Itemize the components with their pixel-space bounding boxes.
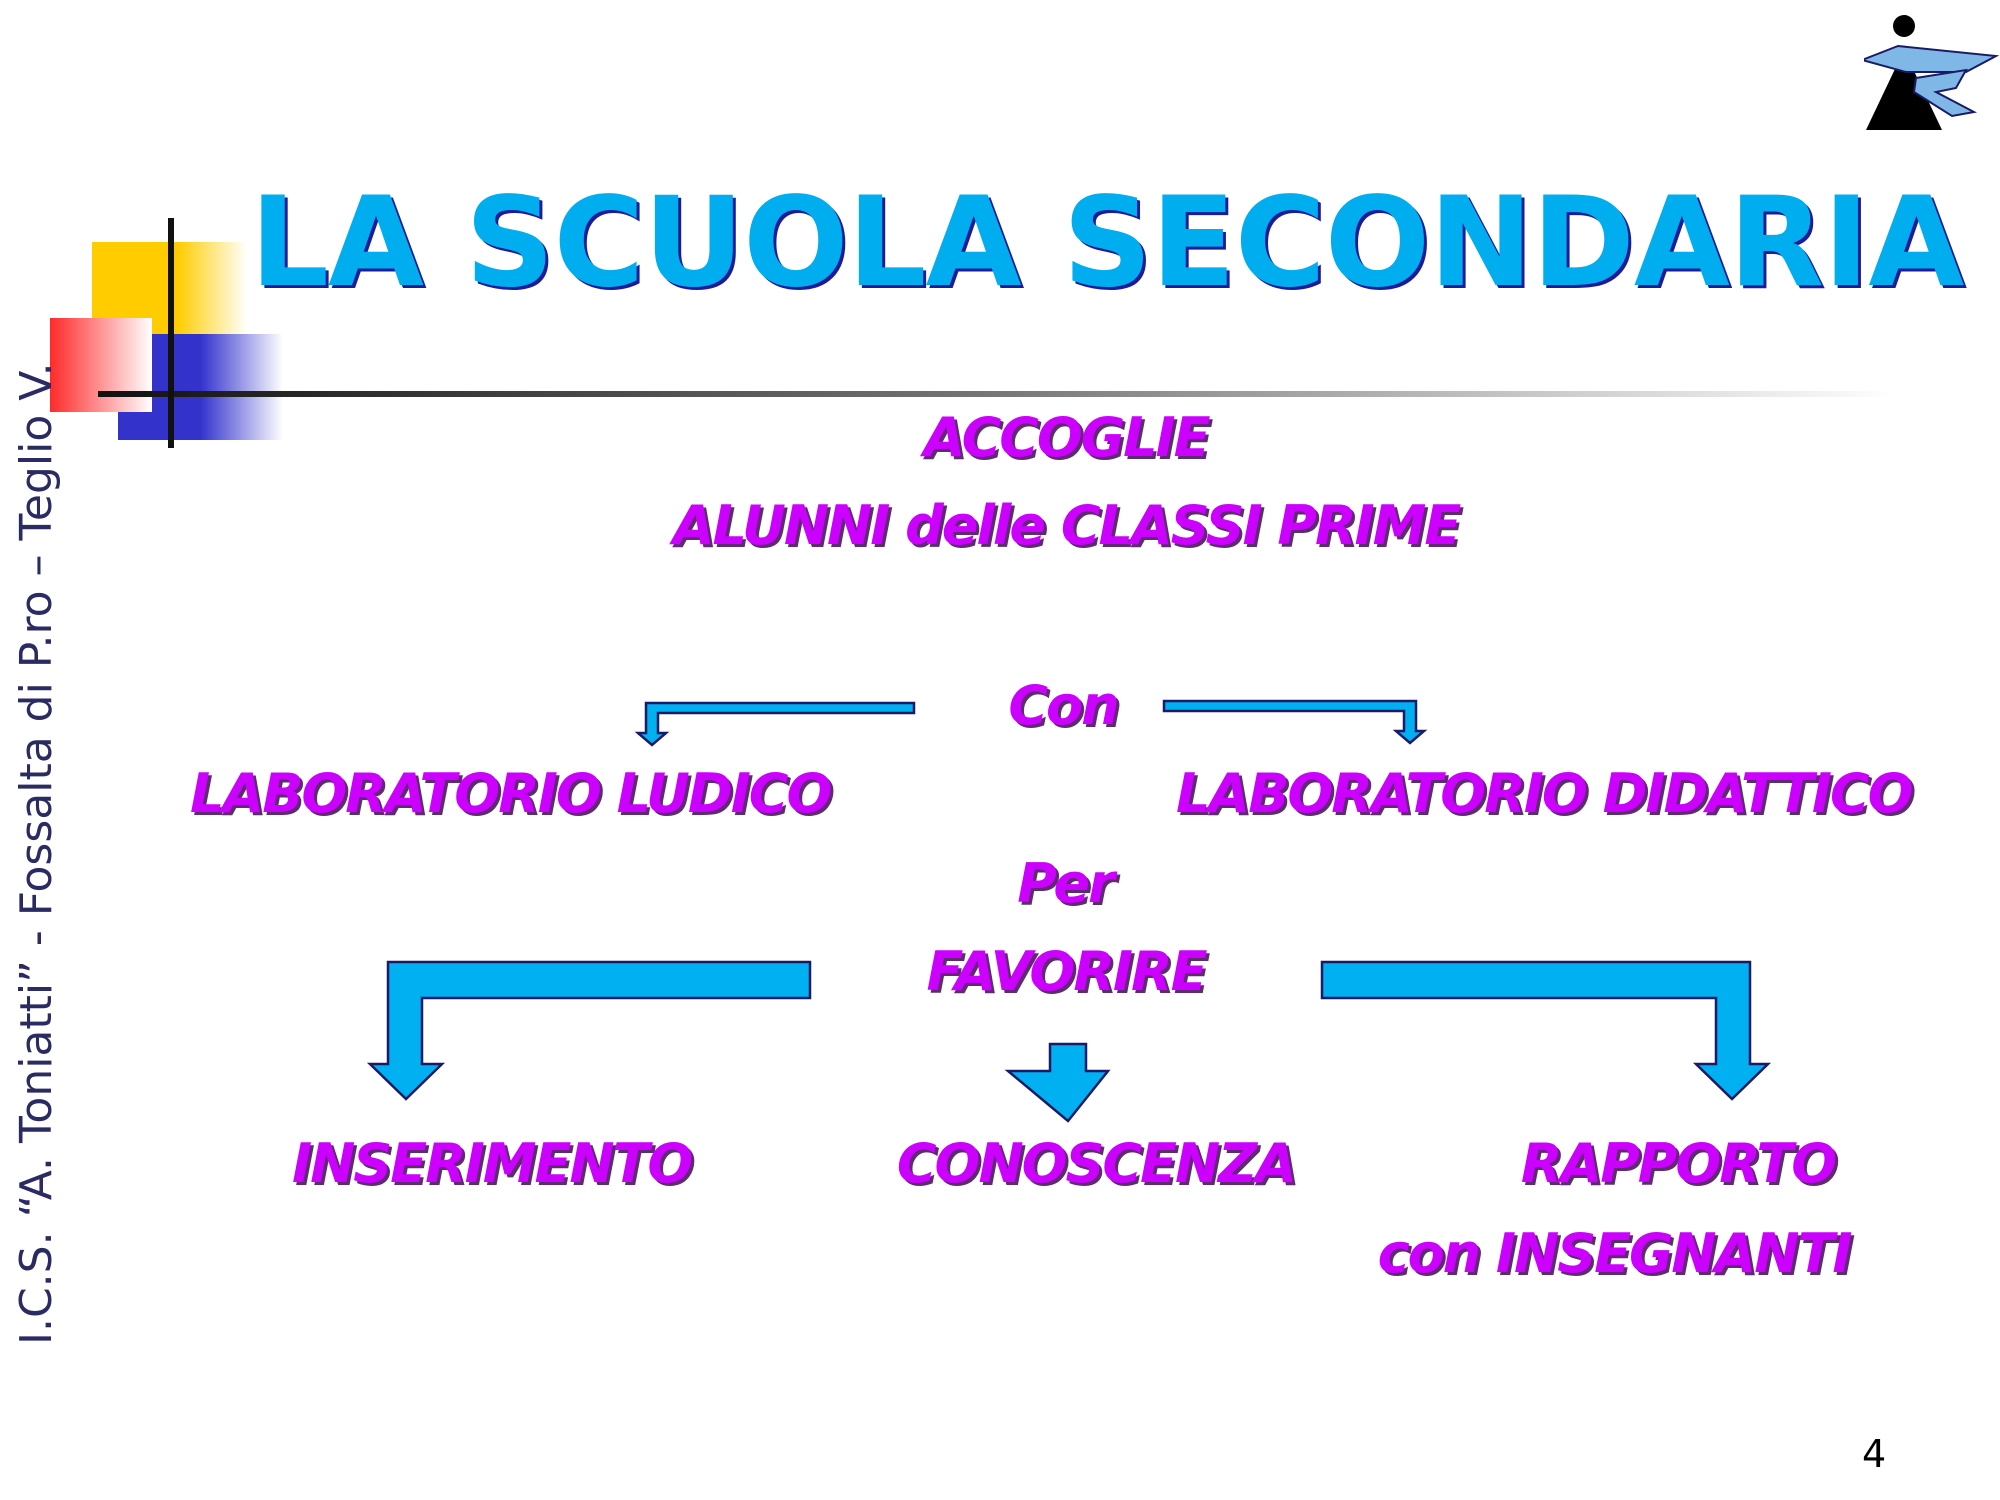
text-con: Con <box>1008 674 1119 737</box>
vertical-rule <box>168 218 174 448</box>
text-rapporto: RAPPORTO <box>1520 1132 1837 1195</box>
text-con-insegnanti: con INSEGNANTI <box>1377 1222 1853 1285</box>
text-conoscenza: CONOSCENZA <box>896 1132 1297 1195</box>
arrow-favorire-right <box>1320 960 1772 1101</box>
horizontal-rule <box>98 391 1898 397</box>
text-favorire: FAVORIRE <box>926 940 1208 1003</box>
arrow-favorire-down <box>1004 1042 1111 1123</box>
text-per: Per <box>1017 852 1114 915</box>
slide-title: LA SCUOLA SECONDARIA <box>250 171 1964 315</box>
arrow-con-left <box>634 701 916 747</box>
text-inserimento: INSERIMENTO <box>292 1132 693 1195</box>
text-alunni-classi-prime: ALUNNI delle CLASSI PRIME <box>672 494 1462 557</box>
school-name-vertical: I.C.S. “A. Toniatti” - Fossalta di P.ro … <box>11 362 62 1345</box>
school-logo <box>1858 10 2000 134</box>
text-laboratorio-didattico: LABORATORIO DIDATTICO <box>1176 762 1913 825</box>
text-accoglie: ACCOGLIE <box>923 406 1210 469</box>
page-number: 4 <box>1862 1432 1887 1476</box>
text-laboratorio-ludico: LABORATORIO LUDICO <box>190 762 832 825</box>
arrow-con-right <box>1162 699 1428 745</box>
arrow-favorire-left <box>366 960 812 1101</box>
